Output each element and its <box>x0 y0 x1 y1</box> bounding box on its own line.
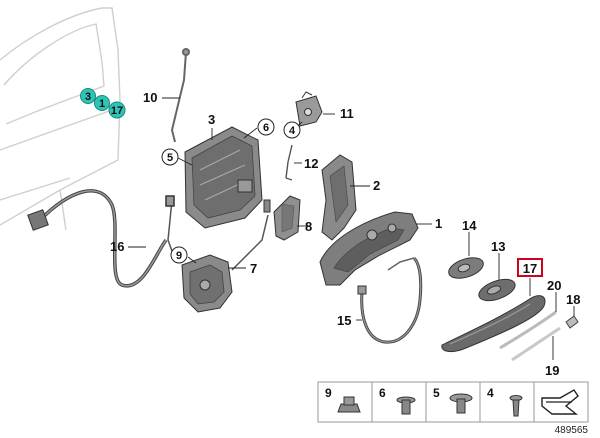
part-3-lock-body <box>184 126 263 229</box>
fastener-cell-9[interactable]: 9 <box>325 386 361 413</box>
callout-2[interactable]: 2 <box>373 178 380 193</box>
part-13-cover <box>478 278 516 302</box>
fastener-cell-6[interactable]: 6 <box>379 386 416 415</box>
door-marker-17[interactable]: 17 <box>108 101 126 119</box>
callout-1[interactable]: 1 <box>435 216 442 231</box>
svg-text:5: 5 <box>433 386 440 400</box>
svg-text:3: 3 <box>85 91 91 103</box>
arrow-icon <box>541 389 579 415</box>
svg-text:9: 9 <box>176 250 182 262</box>
svg-text:1: 1 <box>99 98 105 110</box>
callout-3[interactable]: 3 <box>208 112 215 127</box>
part-11-striker <box>295 91 323 127</box>
callout-13[interactable]: 13 <box>491 239 505 254</box>
svg-text:17: 17 <box>523 261 537 276</box>
part-12-spring-rod <box>285 144 293 181</box>
part-14-cap <box>448 257 484 279</box>
svg-text:9: 9 <box>325 386 332 400</box>
callout-10[interactable]: 10 <box>143 90 157 105</box>
svg-text:6: 6 <box>263 122 269 134</box>
car-door-outline <box>0 7 121 231</box>
part-19-trim-strip <box>511 326 561 362</box>
callout-16[interactable]: 16 <box>110 239 124 254</box>
part-16-cable <box>27 189 168 288</box>
callout-9-circled[interactable]: 9 <box>170 246 188 264</box>
part-15-bowden-cable <box>357 256 423 344</box>
part-6-screw-lock <box>263 199 271 213</box>
callout-15[interactable]: 15 <box>337 313 351 328</box>
part-10-rod <box>170 48 190 143</box>
callout-7[interactable]: 7 <box>250 261 257 276</box>
part-20-trim-strip <box>499 310 557 350</box>
callout-6-circled[interactable]: 6 <box>257 118 275 136</box>
callout-18[interactable]: 18 <box>566 292 580 307</box>
catalog-number: 489565 <box>555 425 589 436</box>
fastener-cell-4[interactable]: 4 <box>487 386 523 417</box>
callout-20[interactable]: 20 <box>547 278 561 293</box>
part-2-support <box>321 154 357 241</box>
svg-text:5: 5 <box>167 152 173 164</box>
door-marker-3[interactable]: 3 <box>80 88 96 104</box>
callout-4-circled[interactable]: 4 <box>283 121 301 139</box>
leader-lines <box>128 97 575 360</box>
svg-text:17: 17 <box>111 105 123 117</box>
callout-14[interactable]: 14 <box>462 218 477 233</box>
callout-8[interactable]: 8 <box>305 219 312 234</box>
callout-17-selected[interactable]: 17 <box>517 258 543 277</box>
part-1-handle-carrier <box>319 211 419 286</box>
callout-11[interactable]: 11 <box>340 106 354 121</box>
door-marker-1[interactable]: 1 <box>94 95 110 111</box>
callout-12[interactable]: 12 <box>304 156 318 171</box>
callout-19[interactable]: 19 <box>545 363 559 378</box>
part-7-actuator <box>181 254 233 313</box>
svg-text:4: 4 <box>487 386 494 400</box>
part-17-outer-handle <box>441 295 546 353</box>
part-18-clip <box>565 315 579 329</box>
callout-5-circled[interactable]: 5 <box>161 148 179 166</box>
svg-text:4: 4 <box>289 125 296 137</box>
part-8-bracket <box>273 195 301 241</box>
svg-text:6: 6 <box>379 386 386 400</box>
fastener-cell-5[interactable]: 5 <box>433 386 473 414</box>
